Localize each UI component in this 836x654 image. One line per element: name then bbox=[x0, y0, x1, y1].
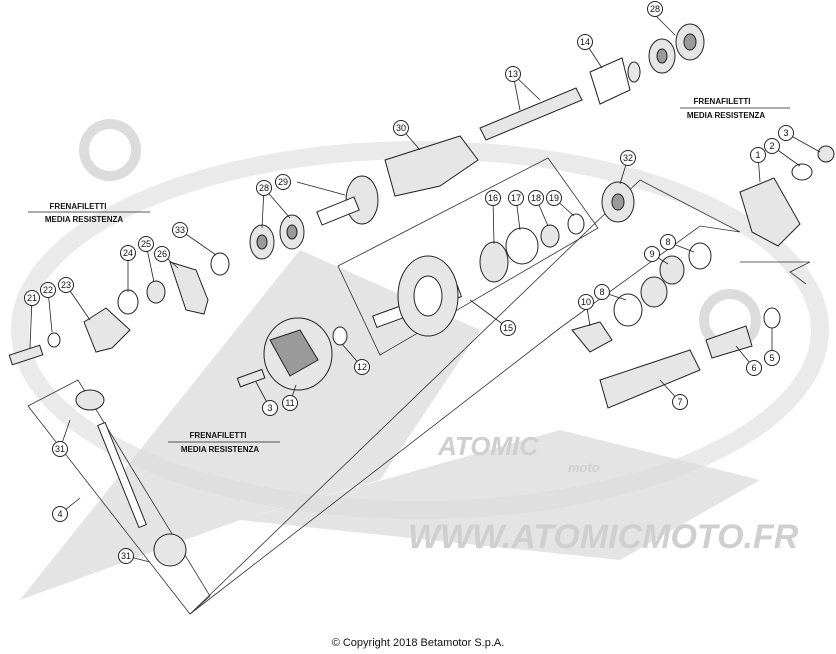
svg-text:31: 31 bbox=[55, 444, 65, 454]
svg-text:29: 29 bbox=[278, 177, 288, 187]
svg-text:17: 17 bbox=[511, 193, 521, 203]
group-frames bbox=[27, 157, 811, 615]
callout-10: 10 bbox=[578, 294, 594, 310]
callout-2: 2 bbox=[764, 138, 780, 154]
callout-11: 11 bbox=[282, 395, 298, 411]
callout-28: 28 bbox=[256, 180, 272, 196]
callout-6: 6 bbox=[746, 360, 762, 376]
svg-text:28: 28 bbox=[650, 4, 660, 14]
svg-text:19: 19 bbox=[549, 193, 559, 203]
callout-22: 22 bbox=[40, 282, 56, 298]
svg-text:31: 31 bbox=[121, 551, 131, 561]
callout-29: 29 bbox=[275, 174, 291, 190]
svg-text:23: 23 bbox=[61, 280, 71, 290]
svg-text:5: 5 bbox=[769, 353, 774, 363]
callout-24: 24 bbox=[120, 245, 136, 261]
svg-text:25: 25 bbox=[141, 239, 151, 249]
watermark-url: WWW.ATOMICMOTO.FR bbox=[408, 518, 799, 556]
watermark-sub: moto bbox=[568, 460, 600, 475]
svg-text:24: 24 bbox=[123, 248, 133, 258]
svg-text:26: 26 bbox=[157, 249, 167, 259]
svg-text:12: 12 bbox=[357, 362, 367, 372]
callout-8: 8 bbox=[660, 234, 676, 250]
svg-text:18: 18 bbox=[531, 193, 541, 203]
svg-text:8: 8 bbox=[665, 237, 670, 247]
callout-4: 4 bbox=[52, 506, 68, 522]
svg-text:32: 32 bbox=[623, 153, 633, 163]
svg-text:16: 16 bbox=[488, 193, 498, 203]
callout-32: 32 bbox=[620, 150, 636, 166]
callout-19: 19 bbox=[546, 190, 562, 206]
callout-7: 7 bbox=[672, 394, 688, 410]
callout-13: 13 bbox=[505, 66, 521, 82]
svg-text:8: 8 bbox=[599, 287, 604, 297]
svg-text:11: 11 bbox=[285, 398, 294, 408]
callout-31: 31 bbox=[52, 441, 68, 457]
callout-33: 33 bbox=[172, 222, 188, 238]
parts bbox=[8, 23, 835, 567]
callout-26: 26 bbox=[154, 246, 170, 262]
svg-text:2: 2 bbox=[769, 141, 774, 151]
callout-28: 28 bbox=[647, 1, 663, 17]
callout-8: 8 bbox=[594, 284, 610, 300]
callout-3: 3 bbox=[778, 125, 794, 141]
threadlock-note-top-right: FRENAFILETTI MEDIA RESISTENZA bbox=[680, 97, 790, 120]
svg-text:21: 21 bbox=[27, 293, 37, 303]
callout-31: 31 bbox=[118, 548, 134, 564]
copyright-notice: © Copyright 2018 Betamotor S.p.A. bbox=[331, 637, 505, 649]
part-callouts: 1 2 3 3 4 5 6 7 8 8 9 10 11 12 13 14 15 … bbox=[24, 1, 794, 564]
svg-text:9: 9 bbox=[649, 249, 654, 259]
callout-21: 21 bbox=[24, 290, 40, 306]
threadlock-note-bottom: FRENAFILETTI MEDIA RESISTENZA bbox=[168, 431, 280, 454]
callout-3: 3 bbox=[262, 400, 278, 416]
callout-18: 18 bbox=[528, 190, 544, 206]
svg-text:10: 10 bbox=[581, 297, 591, 307]
svg-text:13: 13 bbox=[508, 69, 518, 79]
svg-text:30: 30 bbox=[396, 123, 406, 133]
watermark-brand: ATOMIC bbox=[437, 431, 539, 461]
watermark-logo: ATOMIC moto WWW.ATOMICMOTO.FR bbox=[11, 119, 829, 600]
svg-text:15: 15 bbox=[503, 323, 513, 333]
svg-text:3: 3 bbox=[783, 128, 788, 138]
callout-12: 12 bbox=[354, 359, 370, 375]
callout-17: 17 bbox=[508, 190, 524, 206]
callout-15: 15 bbox=[500, 320, 516, 336]
svg-text:FRENAFILETTI: FRENAFILETTI bbox=[50, 202, 107, 211]
callout-14: 14 bbox=[577, 34, 593, 50]
svg-text:6: 6 bbox=[751, 363, 756, 373]
svg-text:1: 1 bbox=[755, 150, 760, 160]
callout-16: 16 bbox=[485, 190, 501, 206]
callout-23: 23 bbox=[58, 277, 74, 293]
svg-text:MEDIA RESISTENZA: MEDIA RESISTENZA bbox=[45, 215, 124, 224]
svg-text:4: 4 bbox=[57, 509, 62, 519]
svg-text:28: 28 bbox=[259, 183, 269, 193]
svg-text:FRENAFILETTI: FRENAFILETTI bbox=[694, 97, 751, 106]
callout-1: 1 bbox=[750, 147, 766, 163]
svg-text:14: 14 bbox=[580, 37, 590, 47]
threadlock-notes: FRENAFILETTI MEDIA RESISTENZA FRENAFILET… bbox=[28, 97, 790, 454]
svg-text:33: 33 bbox=[175, 225, 185, 235]
callout-30: 30 bbox=[393, 120, 409, 136]
svg-text:MEDIA RESISTENZA: MEDIA RESISTENZA bbox=[687, 111, 766, 120]
callout-25: 25 bbox=[138, 236, 154, 252]
threadlock-note-left: FRENAFILETTI MEDIA RESISTENZA bbox=[28, 202, 150, 224]
svg-text:22: 22 bbox=[43, 285, 53, 295]
svg-text:7: 7 bbox=[677, 397, 682, 407]
svg-text:FRENAFILETTI: FRENAFILETTI bbox=[190, 431, 247, 440]
svg-text:3: 3 bbox=[267, 403, 272, 413]
callout-5: 5 bbox=[764, 350, 780, 366]
svg-text:MEDIA RESISTENZA: MEDIA RESISTENZA bbox=[181, 445, 260, 454]
callout-9: 9 bbox=[644, 246, 660, 262]
